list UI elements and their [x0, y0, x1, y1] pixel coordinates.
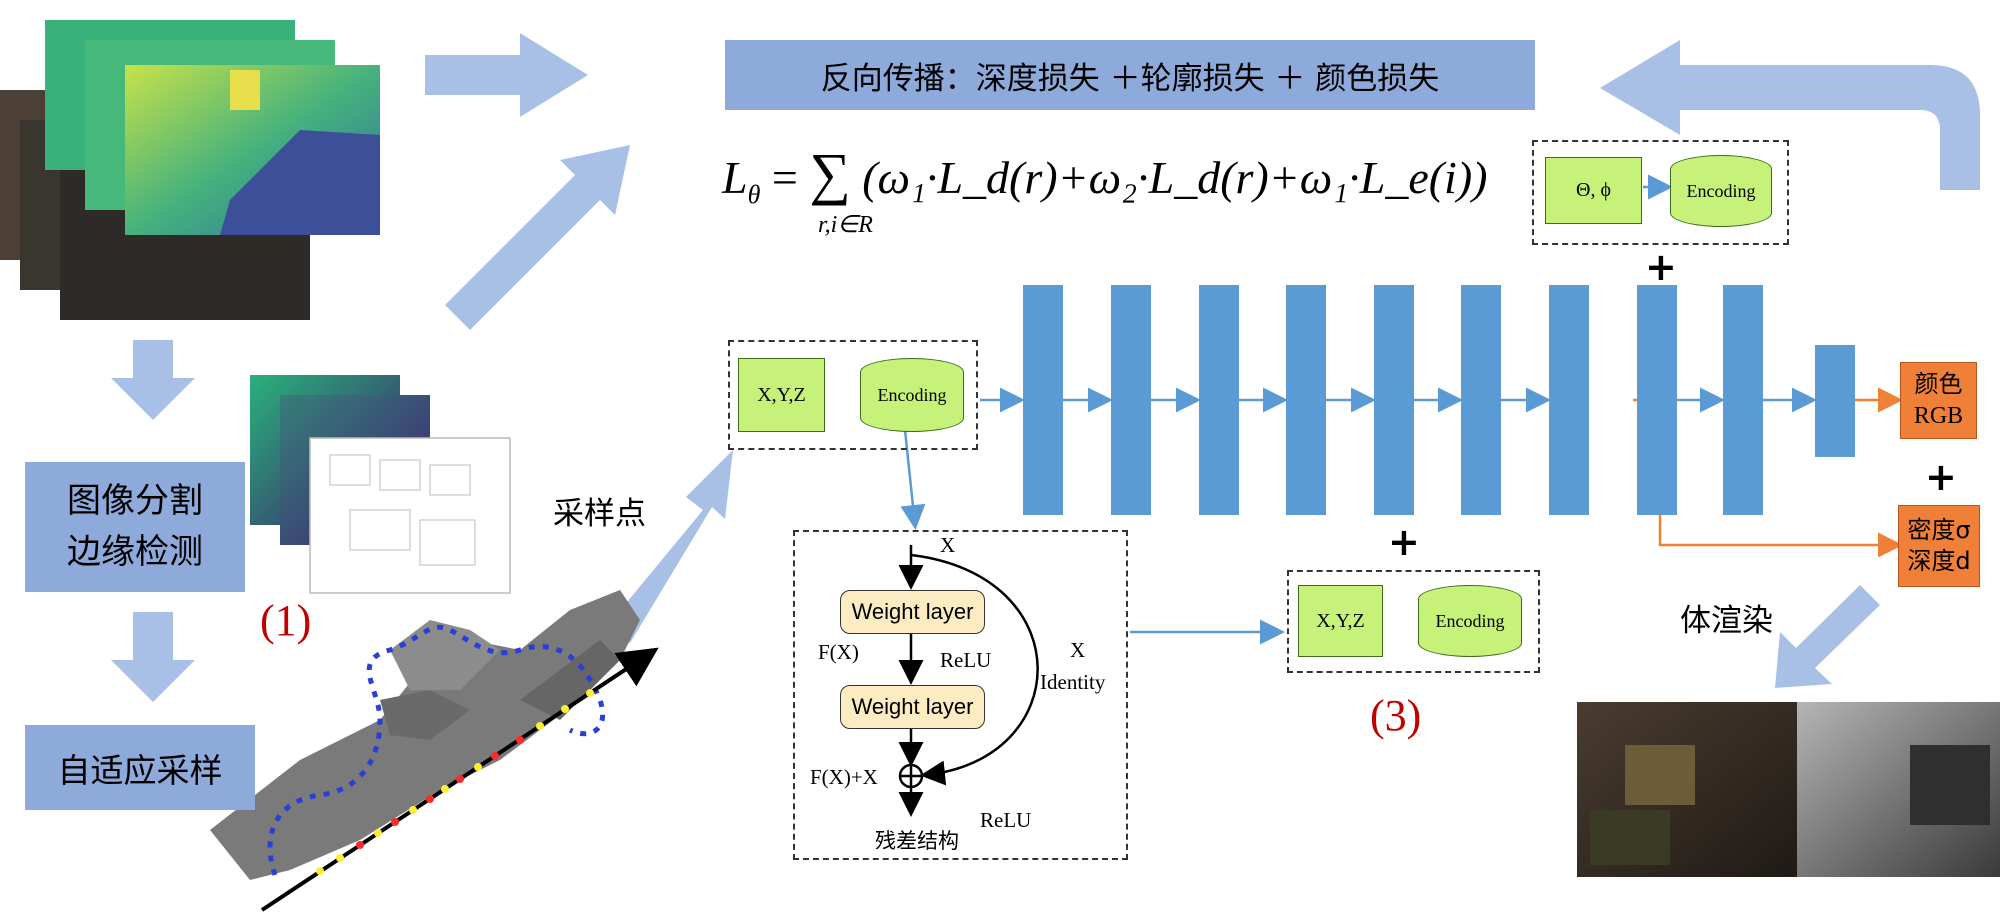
xyz-encoder-group [728, 340, 978, 450]
mlp-layer-1 [1023, 285, 1063, 515]
xyz-label: X,Y,Z [757, 383, 806, 406]
volume-render-label: 体渲染 [1680, 603, 1773, 639]
xyz-box: X,Y,Z [738, 358, 825, 432]
segmentation-line2: 边缘检测 [67, 532, 203, 572]
xyz-encoder-group-3 [1287, 570, 1540, 673]
theta-phi-encoding-cylinder: Encoding [1670, 155, 1772, 227]
xyz-encoding-cylinder-3: Encoding [1418, 585, 1522, 657]
adaptive-sampling-box: 自适应采样 [25, 725, 255, 810]
weight-layer-2-label: Weight layer [851, 694, 974, 719]
residual-caption: 残差结构 [875, 829, 959, 853]
segmentation-line1: 图像分割 [67, 481, 203, 521]
segmentation-step-box: 图像分割 边缘检测 [25, 462, 245, 592]
mlp-layer-4 [1286, 285, 1326, 515]
color-output-box: 颜色 RGB [1900, 362, 1977, 439]
plus-top: + [1645, 245, 1677, 289]
plus-outputs: + [1925, 455, 1957, 499]
xyz-encoding-label: Encoding [877, 384, 947, 405]
xyz-encoding-cylinder: Encoding [860, 358, 964, 432]
mlp-layer-3 [1199, 285, 1239, 515]
big-arrow-diag-up [445, 145, 630, 330]
residual-relu-mid: ReLU [940, 648, 992, 672]
density-output-box: 密度σ 深度d [1898, 505, 1980, 587]
residual-identity-label: Identity [1040, 670, 1106, 694]
formula-lhs-sub: θ [747, 180, 761, 210]
residual-block-group [793, 530, 1128, 860]
big-arrow-down-1 [111, 340, 195, 420]
mlp-layer-color-head [1815, 345, 1855, 457]
density-output-line1: 密度σ [1907, 515, 1971, 544]
residual-fx-plus-x: F(X)+X [810, 765, 878, 789]
mlp-layer-7 [1549, 285, 1589, 515]
big-arrow-render [1775, 585, 1880, 688]
formula-equals: = [771, 152, 798, 203]
mlp-layer-8 [1637, 285, 1677, 515]
theta-phi-encoding-label: Encoding [1686, 180, 1756, 201]
segmentation-images [250, 375, 511, 594]
input-images-stack [0, 20, 380, 320]
xyz-encoding-label-3: Encoding [1435, 610, 1505, 631]
weight-layer-2: Weight layer [840, 685, 985, 729]
residual-relu-bottom: ReLU [980, 808, 1032, 832]
formula-sum-symbol: ∑ [809, 141, 851, 206]
point-cloud-illustration [210, 590, 659, 912]
weight-layer-1-label: Weight layer [851, 599, 974, 624]
residual-x-top: X [940, 533, 956, 557]
backprop-text: 反向传播：深度损失 ＋轮廓损失 ＋ 颜色损失 [820, 60, 1440, 97]
adaptive-sampling-label: 自适应采样 [57, 750, 223, 790]
plus-lower: + [1388, 520, 1420, 564]
color-output-line2: RGB [1913, 402, 1964, 429]
formula-lhs: L [722, 152, 748, 203]
mlp-layer-9 [1723, 285, 1763, 515]
density-output-line2: 深度d [1907, 547, 1971, 575]
backprop-banner: 反向传播：深度损失 ＋轮廓损失 ＋ 颜色损失 [725, 40, 1535, 110]
theta-phi-box: Θ, ϕ [1545, 157, 1642, 224]
xyz-box-3: X,Y,Z [1298, 585, 1383, 657]
theta-phi-label: Θ, ϕ [1576, 179, 1611, 201]
color-output-line1: 颜色 [1914, 370, 1963, 399]
sample-points-label: 采样点 [553, 496, 646, 532]
weight-layer-1: Weight layer [840, 590, 985, 634]
xyz-label-3: X,Y,Z [1316, 609, 1365, 632]
rendered-output-images [1577, 702, 2000, 877]
big-arrow-right [425, 33, 588, 117]
formula-body: (ω₁·L_d(r)+ω₂·L_d(r)+ω₁·L_e(i)) [862, 152, 1488, 203]
big-arrow-down-2 [111, 612, 195, 702]
big-arrow-return [1600, 40, 1980, 190]
residual-identity-x: X [1070, 638, 1086, 662]
theta-phi-encoder-group [1532, 140, 1789, 245]
label-1: (1) [260, 596, 312, 645]
formula-sum-subscript: r,i∈R [818, 212, 873, 238]
mlp-layer-2 [1111, 285, 1151, 515]
label-3: (3) [1370, 691, 1422, 740]
mlp-layer-6 [1461, 285, 1501, 515]
mlp-layer-5 [1374, 285, 1414, 515]
residual-fx: F(X) [818, 640, 859, 664]
big-arrow-diag-sample [608, 450, 733, 643]
loss-formula: Lθ = ∑ (ω₁·L_d(r)+ω₂·L_d(r)+ω₁·L_e(i)) [722, 145, 1522, 235]
